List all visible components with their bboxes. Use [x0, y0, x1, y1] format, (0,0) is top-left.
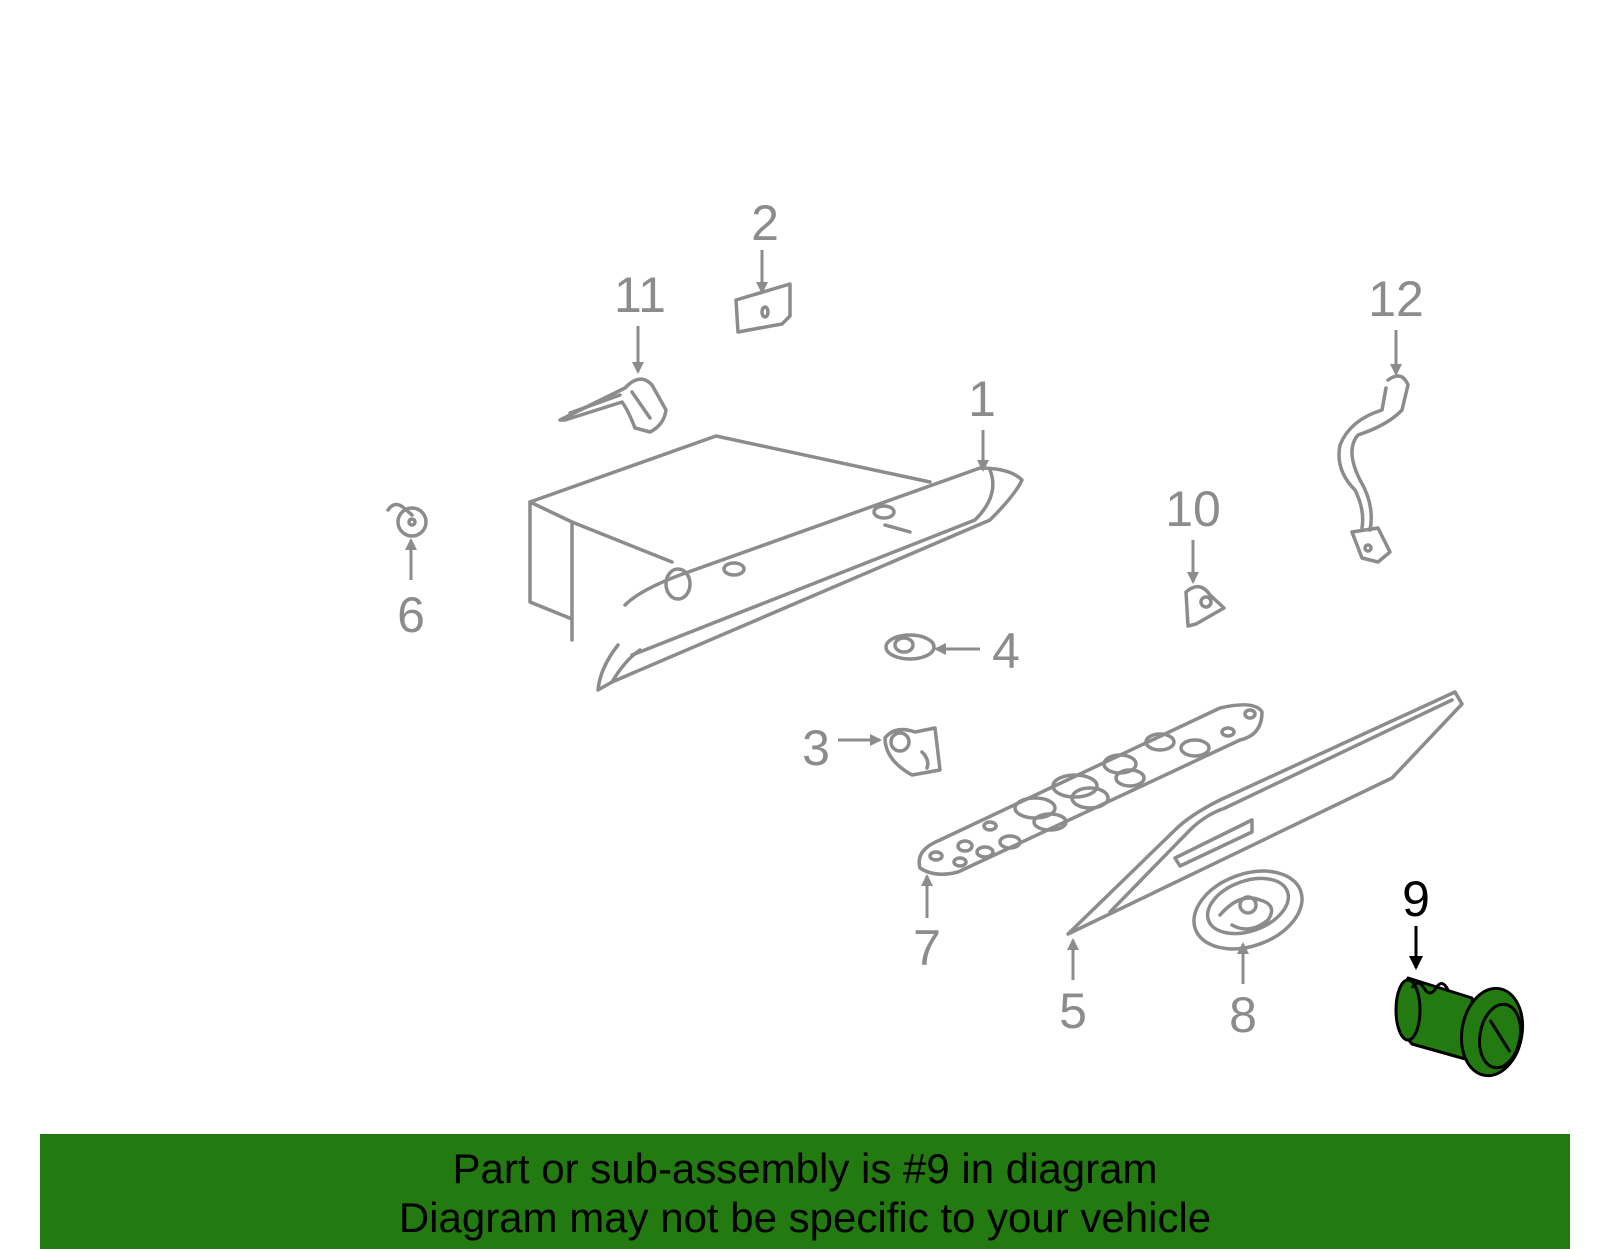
callout-6: 6 — [397, 587, 425, 643]
part-5-door — [1066, 690, 1464, 936]
info-banner: Part or sub-assembly is #9 in diagram Di… — [40, 1134, 1570, 1249]
part-2-bracket — [734, 282, 792, 334]
part-8-lock-cover — [1192, 869, 1304, 951]
part-7-liner — [917, 703, 1264, 876]
part-9-screw-highlighted — [1394, 976, 1525, 1078]
callout-8: 8 — [1229, 987, 1257, 1043]
callout-9: 9 — [1402, 871, 1430, 927]
callout-1: 1 — [968, 371, 996, 427]
banner-line-1: Part or sub-assembly is #9 in diagram — [452, 1145, 1158, 1192]
part-6-screw — [386, 502, 428, 538]
part-11-hinge — [558, 377, 668, 434]
part-1-glove-box — [528, 434, 1024, 692]
callout-2: 2 — [751, 195, 779, 251]
callout-12: 12 — [1368, 271, 1424, 327]
callout-3: 3 — [802, 720, 830, 776]
callout-4: 4 — [992, 623, 1020, 679]
callout-5: 5 — [1059, 983, 1087, 1039]
callout-7: 7 — [913, 920, 941, 976]
part-12-cable — [1337, 374, 1410, 564]
part-10-clip — [1184, 585, 1226, 628]
part-3-latch — [883, 726, 942, 777]
callout-11: 11 — [614, 267, 666, 323]
callout-10: 10 — [1165, 481, 1221, 537]
banner-line-2: Diagram may not be specific to your vehi… — [398, 1194, 1212, 1241]
part-4-bumper — [884, 633, 936, 661]
